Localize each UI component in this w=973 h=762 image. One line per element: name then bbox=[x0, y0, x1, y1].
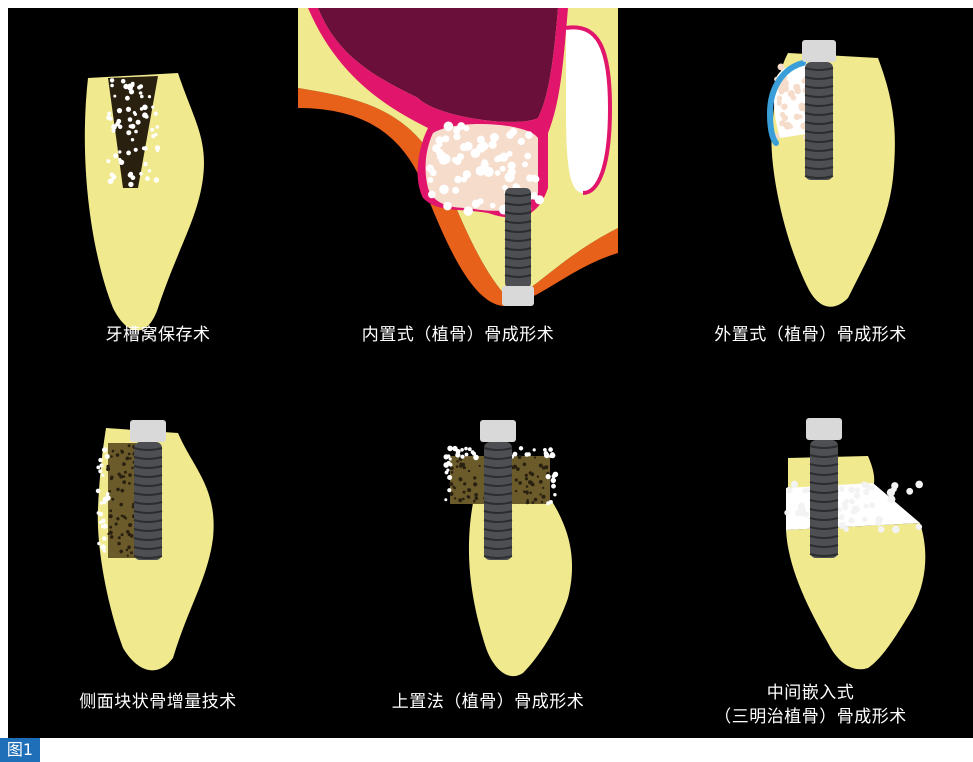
caption-interpositional-line2: （三明治植骨）骨成形术 bbox=[648, 705, 973, 729]
panel-lateral-block: 侧面块状骨增量技术 bbox=[8, 368, 328, 738]
panel-internal-graft: 内置式（植骨）骨成形术 bbox=[298, 8, 628, 368]
interpositional-illustration bbox=[648, 368, 973, 668]
caption-external-graft: 外置式（植骨）骨成形术 bbox=[648, 323, 973, 347]
onlay-graft-illustration bbox=[328, 368, 648, 678]
implant-icon bbox=[802, 40, 836, 180]
panel-external-graft: 外置式（植骨）骨成形术 bbox=[648, 8, 973, 368]
implant-icon bbox=[130, 420, 166, 560]
implant-icon bbox=[480, 420, 516, 560]
caption-internal-graft: 内置式（植骨）骨成形术 bbox=[298, 323, 618, 347]
implant-icon bbox=[806, 418, 842, 558]
caption-interpositional-line1: 中间嵌入式 bbox=[648, 681, 973, 705]
lateral-block-illustration bbox=[8, 368, 328, 678]
figure-tag: 图1 bbox=[0, 738, 40, 762]
panel-socket-preservation: 牙槽窝保存术 bbox=[8, 8, 328, 368]
panel-onlay-graft: 上置法（植骨）骨成形术 bbox=[328, 368, 648, 738]
external-graft-illustration bbox=[648, 8, 973, 318]
alveolar-bone-lower bbox=[786, 523, 925, 669]
socket-preservation-illustration bbox=[8, 8, 328, 368]
caption-lateral-block: 侧面块状骨增量技术 bbox=[8, 690, 308, 714]
caption-onlay-graft: 上置法（植骨）骨成形术 bbox=[328, 690, 648, 714]
panel-interpositional: 中间嵌入式 （三明治植骨）骨成形术 bbox=[648, 368, 973, 738]
figure-panel: 牙槽窝保存术 内置式（植骨）骨成形术 bbox=[8, 8, 973, 738]
internal-graft-illustration bbox=[298, 8, 618, 308]
caption-socket-preservation: 牙槽窝保存术 bbox=[8, 323, 308, 347]
implant-icon bbox=[502, 188, 534, 306]
